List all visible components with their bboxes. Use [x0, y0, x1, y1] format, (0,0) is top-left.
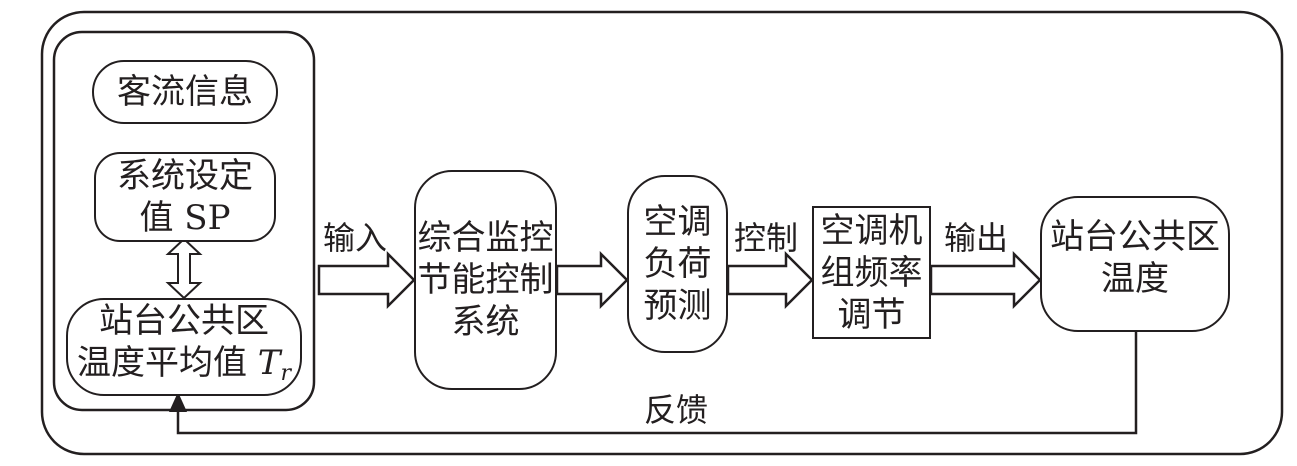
freq-line2: 组频率	[820, 252, 923, 293]
feedback-line	[176, 330, 1138, 435]
monitor-to-load-arrow	[555, 250, 629, 310]
platform-temperature-box: 站台公共区 温度	[1040, 196, 1230, 332]
load-line1: 空调	[643, 202, 712, 242]
load-line2: 负荷	[643, 244, 712, 284]
setpoint-line1: 系统设定	[117, 156, 253, 196]
frequency-regulation-box: 空调机 组频率 调节	[812, 206, 931, 339]
feedback-arrowhead	[169, 392, 187, 412]
bidirectional-arrow	[165, 237, 203, 300]
control-label: 控制	[734, 219, 799, 257]
average-temperature-line1: 站台公共区	[99, 300, 269, 341]
control-arrow	[726, 250, 814, 310]
outer-frame	[40, 10, 1284, 456]
monitoring-line2: 节能控制	[417, 260, 554, 300]
average-temperature-symbol: T	[257, 342, 281, 383]
platform-line1: 站台公共区	[1050, 217, 1220, 257]
average-temperature-subscript: r	[280, 360, 292, 386]
average-temperature-prefix: 温度平均值	[76, 342, 258, 383]
freq-line1: 空调机	[820, 210, 923, 251]
freq-line3: 调节	[837, 294, 906, 335]
feedback-label: 反馈	[644, 391, 709, 429]
input-arrow	[317, 250, 416, 310]
output-label: 输出	[944, 219, 1009, 257]
platform-line2: 温度	[1101, 259, 1169, 299]
average-temperature-box: 站台公共区 温度平均值 Tr	[66, 298, 302, 396]
setpoint-box: 系统设定 值 SP	[94, 152, 276, 242]
monitoring-line3: 系统	[451, 302, 520, 342]
passenger-info-box: 客流信息	[92, 60, 278, 124]
average-temperature-line2: 温度平均值 Tr	[77, 342, 291, 395]
monitoring-line1: 综合监控	[417, 218, 554, 258]
input-label: 输入	[323, 219, 388, 257]
output-arrow	[929, 250, 1042, 310]
passenger-info-label: 客流信息	[117, 72, 253, 112]
setpoint-line2: 值 SP	[139, 198, 231, 238]
load-prediction-box: 空调 负荷 预测	[627, 175, 728, 353]
monitoring-control-system-box: 综合监控 节能控制 系统	[414, 170, 557, 390]
load-line3: 预测	[643, 286, 712, 326]
